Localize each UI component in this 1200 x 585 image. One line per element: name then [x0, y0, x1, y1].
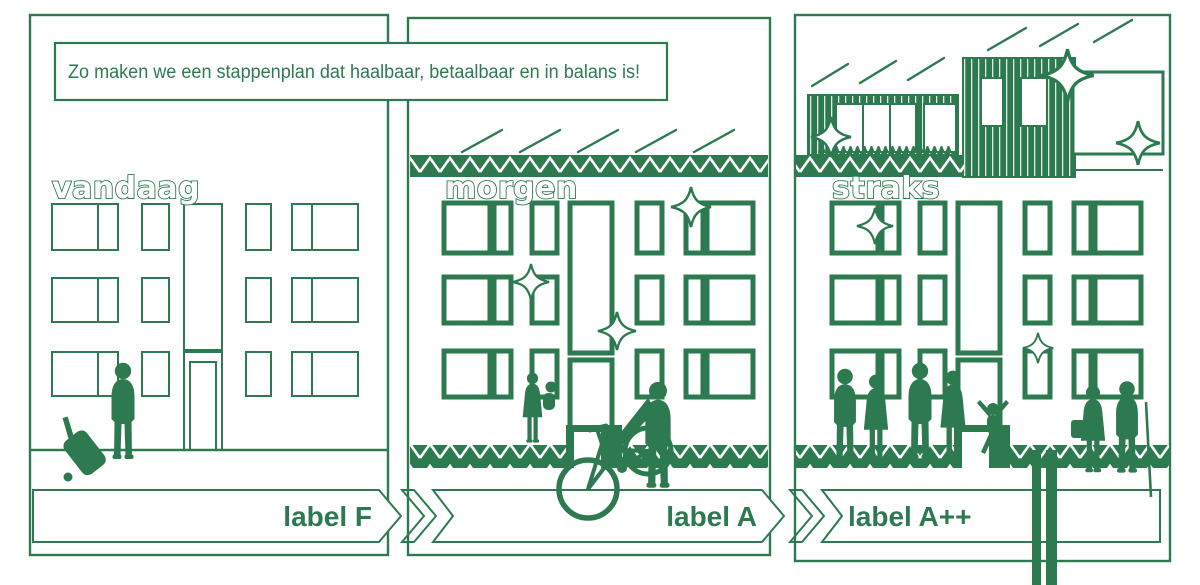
man-with-bicycle — [556, 381, 674, 521]
banner-label-a-plus-plus: label A++ — [819, 489, 1161, 543]
panel-title-straks: straks — [832, 171, 940, 206]
elderly-couple — [1071, 381, 1153, 498]
bicycle-icon — [556, 423, 674, 521]
panel-title-morgen: morgen — [445, 171, 578, 206]
panel-morgen: morgen label A — [406, 16, 826, 557]
banner-label-a-text: label A — [666, 501, 757, 532]
banner-label-a-plus-plus-text: label A++ — [848, 501, 971, 532]
speech-bubble-text: Zo maken we een stappenplan dat haalbaar… — [68, 62, 640, 83]
panel-title-vandaag: vandaag — [52, 171, 200, 206]
cane-icon — [1144, 401, 1153, 498]
entrance-door — [189, 361, 217, 451]
stairwell-window — [955, 200, 1003, 356]
entrance-straks — [954, 425, 1010, 468]
lamppost-pole — [1032, 450, 1057, 585]
sun-ray-lines — [460, 128, 736, 154]
sun-ray-lines — [810, 18, 1134, 88]
green-roof-grass — [818, 146, 953, 155]
suitcase-icon — [62, 416, 106, 476]
chevron-icon — [787, 489, 826, 543]
panel-vandaag: vandaag label F — [28, 13, 438, 557]
person-with-suitcase — [62, 362, 135, 482]
banner-label-f: label F — [32, 489, 438, 543]
banner-label-f-text: label F — [283, 501, 372, 532]
panel-straks: straks label A++ — [793, 13, 1172, 585]
panel-frame — [406, 16, 772, 557]
banner-label-a: label A — [430, 489, 826, 543]
facade-morgen — [441, 200, 756, 433]
speech-bubble: Zo maken we een stappenplan dat haalbaar… — [53, 41, 669, 102]
stairwell-window — [567, 200, 615, 356]
handbag-icon — [1071, 420, 1085, 438]
zigzag-insulation-band-top — [796, 155, 964, 177]
chevron-icon — [399, 489, 438, 543]
panel-frame — [28, 13, 390, 557]
zigzag-insulation-band-top — [410, 155, 768, 177]
facade-vandaag — [30, 203, 388, 452]
woman-with-child — [522, 372, 557, 443]
panel-frame — [793, 13, 1172, 563]
